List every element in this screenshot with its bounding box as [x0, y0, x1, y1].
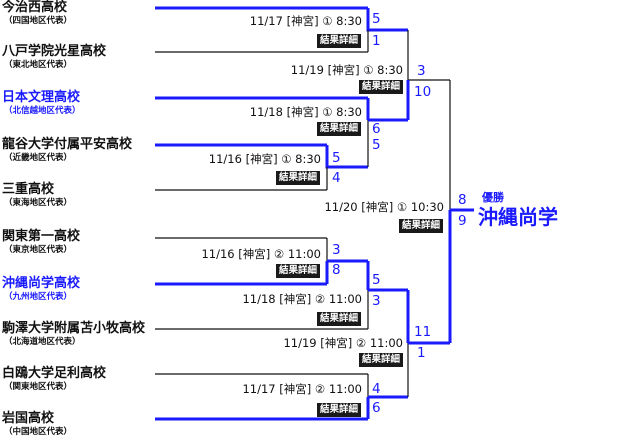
team-region: （東北地区代表） [4, 60, 73, 70]
result-detail-button[interactable]: 結果詳細 [317, 34, 362, 48]
result-detail-button[interactable]: 結果詳細 [317, 403, 362, 417]
team-region: （近畿地区代表） [4, 153, 73, 163]
match-info: 11/17 [神宮] ① 8:30 [249, 14, 362, 28]
team-entry: 日本文理高校 （北信越地区代表） [2, 90, 81, 117]
result-detail-button[interactable]: 結果詳細 [359, 353, 404, 367]
match-score: 3 [332, 242, 341, 258]
team-entry: 今治西高校 （四国地区代表） [2, 0, 72, 27]
match-info: 11/16 [神宮] ② 11:00 [201, 247, 321, 261]
match-info: 11/18 [神宮] ② 11:00 [242, 292, 362, 306]
match-score: 5 [372, 137, 381, 153]
match-score: 1 [372, 33, 381, 49]
team-entry: 八戸学院光星高校 （東北地区代表） [2, 44, 106, 71]
team-name: 日本文理高校 [2, 90, 81, 105]
team-entry: 駒澤大学附属苫小牧高校 （北海道地区代表） [2, 321, 145, 348]
match-score: 5 [372, 11, 381, 27]
team-name: 関東第一高校 [2, 229, 81, 244]
match-score: 8 [332, 262, 341, 278]
team-region: （四国地区代表） [4, 16, 73, 26]
team-region: （東京地区代表） [4, 245, 73, 255]
team-name: 今治西高校 [2, 0, 68, 15]
team-region: （九州地区代表） [4, 292, 73, 302]
team-entry: 岩国高校 （中国地区代表） [2, 411, 72, 438]
team-entry: 三重高校 （東海地区代表） [2, 182, 72, 209]
team-region: （中国地区代表） [4, 427, 73, 437]
team-region: （北海道地区代表） [4, 337, 81, 347]
match-score: 6 [372, 400, 381, 416]
match-info: 11/17 [神宮] ② 11:00 [242, 382, 362, 396]
match-info: 11/18 [神宮] ① 8:30 [249, 105, 362, 119]
team-region: （北信越地区代表） [4, 106, 81, 116]
match-score: 6 [372, 121, 381, 137]
team-name: 龍谷大学付属平安高校 [2, 137, 133, 152]
match-info: 11/20 [神宮] ① 10:30 [324, 200, 444, 214]
match-score: 9 [458, 213, 467, 229]
team-name: 白鴎大学足利高校 [2, 366, 107, 381]
match-score: 5 [332, 150, 341, 166]
team-entry: 関東第一高校 （東京地区代表） [2, 229, 80, 256]
match-score: 4 [372, 381, 381, 397]
match-score: 3 [372, 293, 381, 309]
team-region: （東海地区代表） [4, 198, 73, 208]
match-score: 11 [414, 324, 432, 340]
team-entry: 沖縄尚学高校 （九州地区代表） [2, 276, 80, 303]
team-region: （関東地区代表） [4, 382, 73, 392]
match-score: 4 [332, 170, 341, 186]
match-bracket [407, 30, 450, 81]
match-score: 5 [372, 272, 381, 288]
match-info: 11/19 [神宮] ② 11:00 [283, 336, 403, 350]
team-name: 岩国高校 [2, 411, 55, 426]
team-name: 三重高校 [2, 182, 55, 197]
team-entry: 龍谷大学付属平安高校 （近畿地区代表） [2, 137, 132, 164]
result-detail-button[interactable]: 結果詳細 [399, 219, 444, 233]
result-detail-button[interactable]: 結果詳細 [276, 264, 321, 278]
match-score: 10 [414, 84, 432, 100]
champion-label: 優勝 [482, 191, 504, 204]
champion-name[interactable]: 沖縄尚学 [478, 205, 558, 229]
match-score: 8 [458, 192, 467, 208]
team-name: 八戸学院光星高校 [2, 44, 107, 59]
team-name: 駒澤大学附属苫小牧高校 [2, 321, 146, 336]
match-info: 11/16 [神宮] ① 8:30 [208, 152, 321, 166]
result-detail-button[interactable]: 結果詳細 [317, 312, 362, 326]
result-detail-button[interactable]: 結果詳細 [359, 80, 404, 94]
result-detail-button[interactable]: 結果詳細 [317, 122, 362, 136]
result-detail-button[interactable]: 結果詳細 [276, 171, 321, 185]
team-entry: 白鴎大学足利高校 （関東地区代表） [2, 366, 106, 393]
match-score: 3 [417, 63, 426, 79]
match-info: 11/19 [神宮] ① 8:30 [290, 63, 403, 77]
team-name: 沖縄尚学高校 [2, 276, 81, 291]
match-score: 1 [417, 345, 426, 361]
